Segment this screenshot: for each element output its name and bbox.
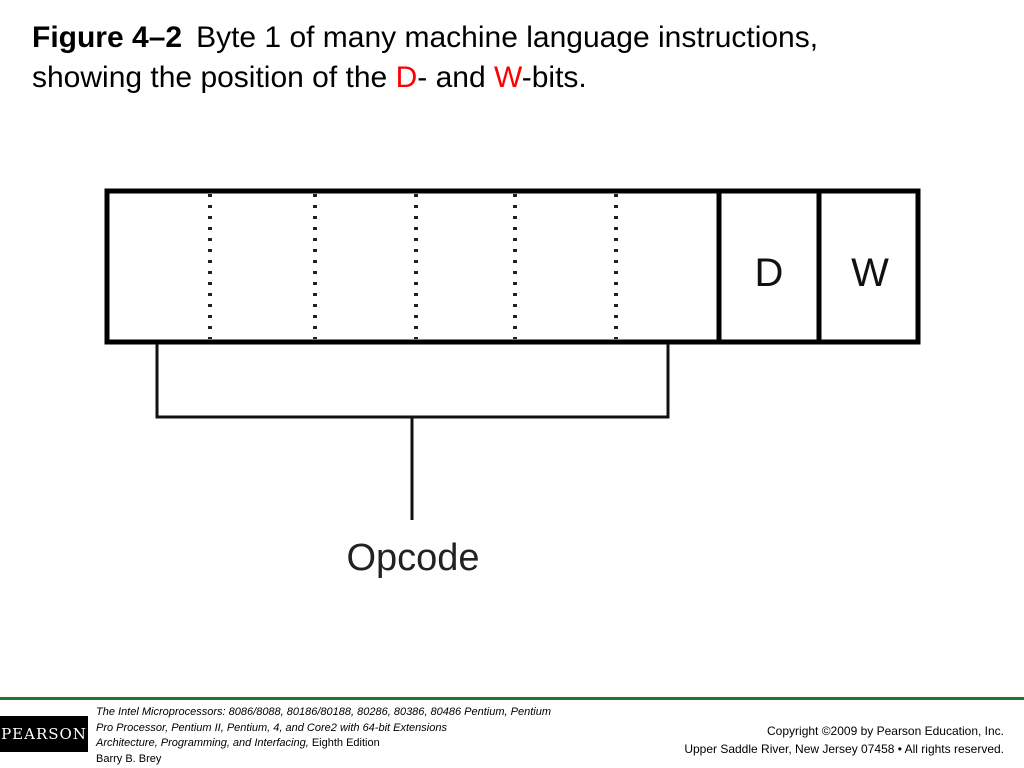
book-subtitle: 8086/8088, 80186/80188, 80286, 80386, 80… bbox=[96, 706, 551, 734]
book-title: The Intel Microprocessors: bbox=[96, 706, 226, 718]
caption-d-bit: D bbox=[395, 61, 418, 94]
opcode-bracket bbox=[155, 344, 670, 419]
pearson-logo: PEARSON bbox=[0, 716, 88, 752]
caption-w-bit: W bbox=[493, 61, 522, 94]
instruction-byte-diagram: D W Opcode bbox=[104, 188, 921, 579]
book-line3: Architecture, Programming, and Interfaci… bbox=[96, 737, 309, 749]
book-author: Barry B. Brey bbox=[96, 752, 162, 765]
caption-line1: Byte 1 of many machine language instruct… bbox=[196, 21, 819, 54]
byte-outline bbox=[104, 188, 921, 345]
copyright-block: Copyright ©2009 by Pearson Education, In… bbox=[684, 722, 1004, 758]
book-citation: The Intel Microprocessors: 8086/8088, 80… bbox=[96, 705, 566, 767]
figure-label: Figure 4–2 bbox=[32, 21, 183, 54]
caption-line2-prefix: showing the position of the bbox=[32, 61, 396, 94]
caption-and: - and bbox=[417, 61, 494, 94]
w-bit-label: W bbox=[851, 251, 889, 295]
figure-caption: Figure 4–2 Byte 1 of many machine languag… bbox=[32, 18, 992, 98]
pearson-logo-text: PEARSON bbox=[1, 725, 87, 743]
caption-suffix: -bits. bbox=[521, 61, 587, 94]
footer-divider bbox=[0, 697, 1024, 700]
book-edition: Eighth Edition bbox=[311, 737, 380, 749]
publisher-address: Upper Saddle River, New Jersey 07458 • A… bbox=[684, 742, 1004, 756]
opcode-label: Opcode bbox=[346, 537, 479, 579]
d-bit-label: D bbox=[755, 251, 784, 295]
copyright-text: Copyright ©2009 by Pearson Education, In… bbox=[767, 724, 1004, 738]
